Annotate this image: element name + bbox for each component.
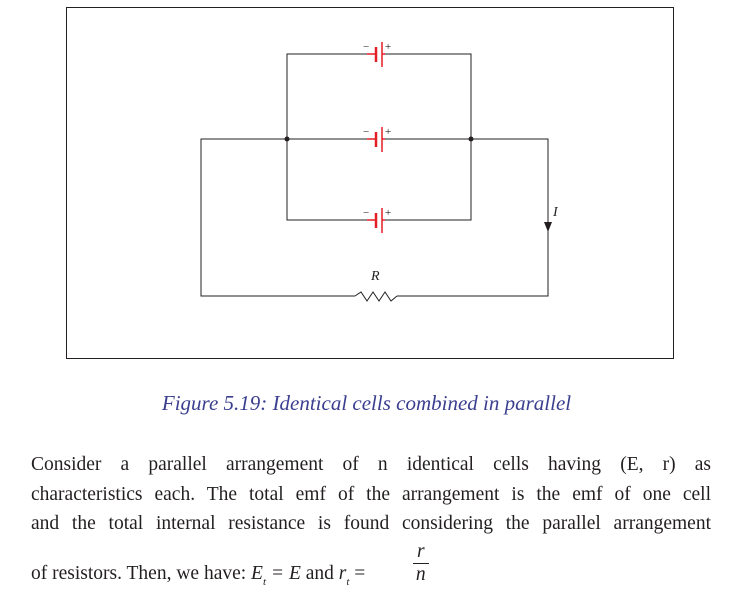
cell-bottom-minus: −	[363, 207, 369, 219]
figure-caption: Figure 5.19: Identical cells combined in…	[161, 391, 572, 415]
cell-middle-minus: −	[363, 126, 369, 138]
paragraph-line-2: characteristics each. The total emf of t…	[31, 483, 711, 505]
wire-top-branch	[286, 53, 367, 139]
wire-top-branch-right	[385, 53, 472, 139]
cell-middle	[367, 127, 385, 152]
cell-bottom-plus: +	[385, 207, 391, 219]
paragraph-line-3: and the total internal resistance is fou…	[31, 513, 711, 534]
line4-prefix: of resistors. Then, we have:	[31, 562, 252, 584]
wire-outer-right	[397, 138, 549, 297]
paragraph-line-4: of resistors. Then, we have: Et = E and …	[31, 539, 711, 599]
wire-bottom-branch-left	[286, 139, 367, 221]
cell-bottom	[367, 208, 385, 233]
eq2-lhs: r	[338, 562, 347, 584]
fraction-denominator: n	[415, 563, 426, 585]
body-paragraph: Consider a parallel arrangement of n ide…	[31, 450, 711, 599]
wire-outer-left	[200, 138, 355, 297]
paragraph-line-1: Consider a parallel arrangement of n ide…	[31, 454, 711, 475]
fraction-numerator: r	[413, 541, 429, 564]
eq1-subscript: t	[262, 575, 267, 588]
junction-left	[284, 136, 290, 142]
cell-middle-plus: +	[385, 126, 391, 138]
wire-bottom-branch-right	[385, 139, 472, 221]
equals-sign: =	[349, 562, 366, 584]
current-arrow-icon	[544, 222, 552, 232]
eq1-rhs: = E	[266, 562, 301, 584]
current-label: I	[552, 205, 559, 220]
cell-top	[367, 42, 385, 67]
fraction-r-over-n: r n	[413, 541, 429, 586]
and-word: and	[300, 562, 339, 584]
eq2-subscript: t	[346, 575, 350, 588]
formula-line: of resistors. Then, we have: Et = E and …	[31, 559, 365, 598]
junction-right	[468, 136, 474, 142]
figure-frame: − + − + − + I R	[66, 7, 674, 359]
resistor-label: R	[370, 269, 380, 284]
cell-top-minus: −	[363, 41, 369, 53]
resistor	[354, 291, 398, 302]
circuit-wires	[200, 53, 549, 302]
parallel-cells-circuit-diagram: − + − + − + I R	[200, 41, 559, 302]
cell-top-plus: +	[385, 41, 391, 53]
eq1-lhs: E	[251, 562, 263, 584]
